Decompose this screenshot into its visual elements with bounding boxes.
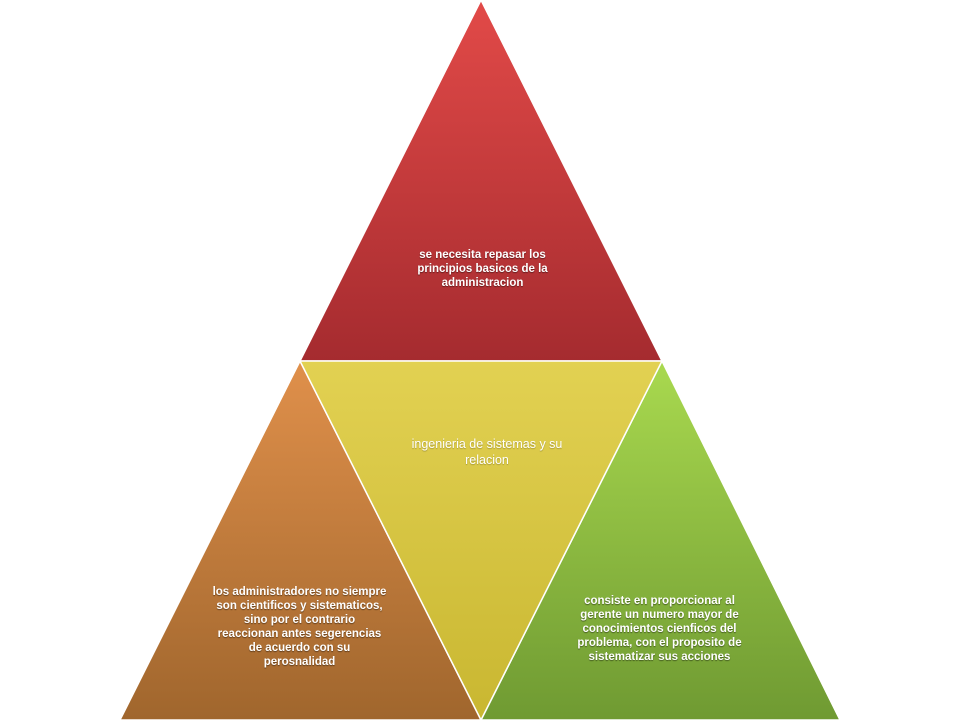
center-triangle-text: ingenieria de sistemas y su relacion: [411, 437, 563, 467]
right-triangle-text: consiste en proporcionar al gerente un n…: [577, 595, 742, 663]
triangle-top: [298, 0, 664, 362]
top-triangle-text: se necesita repasar los principios basic…: [417, 249, 548, 289]
left-triangle-text: los administradores no siempre son cient…: [212, 586, 387, 668]
triangle-center: [298, 360, 664, 720]
